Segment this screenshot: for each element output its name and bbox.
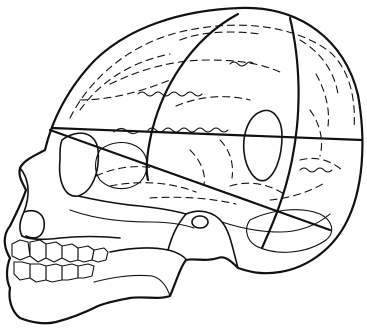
ear-canal <box>192 216 208 228</box>
lower-teeth <box>14 262 94 282</box>
skull-outline <box>5 8 363 323</box>
orbit <box>60 133 99 196</box>
mandible-ramus <box>168 214 186 250</box>
hatched-region <box>244 110 282 180</box>
zygomatic-arch <box>78 196 186 214</box>
nasal-aperture <box>24 211 44 238</box>
mandible <box>110 248 186 260</box>
zygomatic-lower <box>70 210 194 228</box>
reference-line-horizontal <box>52 128 362 140</box>
brain-dashed-outline <box>70 25 354 204</box>
mandible-inner <box>94 275 170 296</box>
upper-teeth <box>12 240 108 262</box>
